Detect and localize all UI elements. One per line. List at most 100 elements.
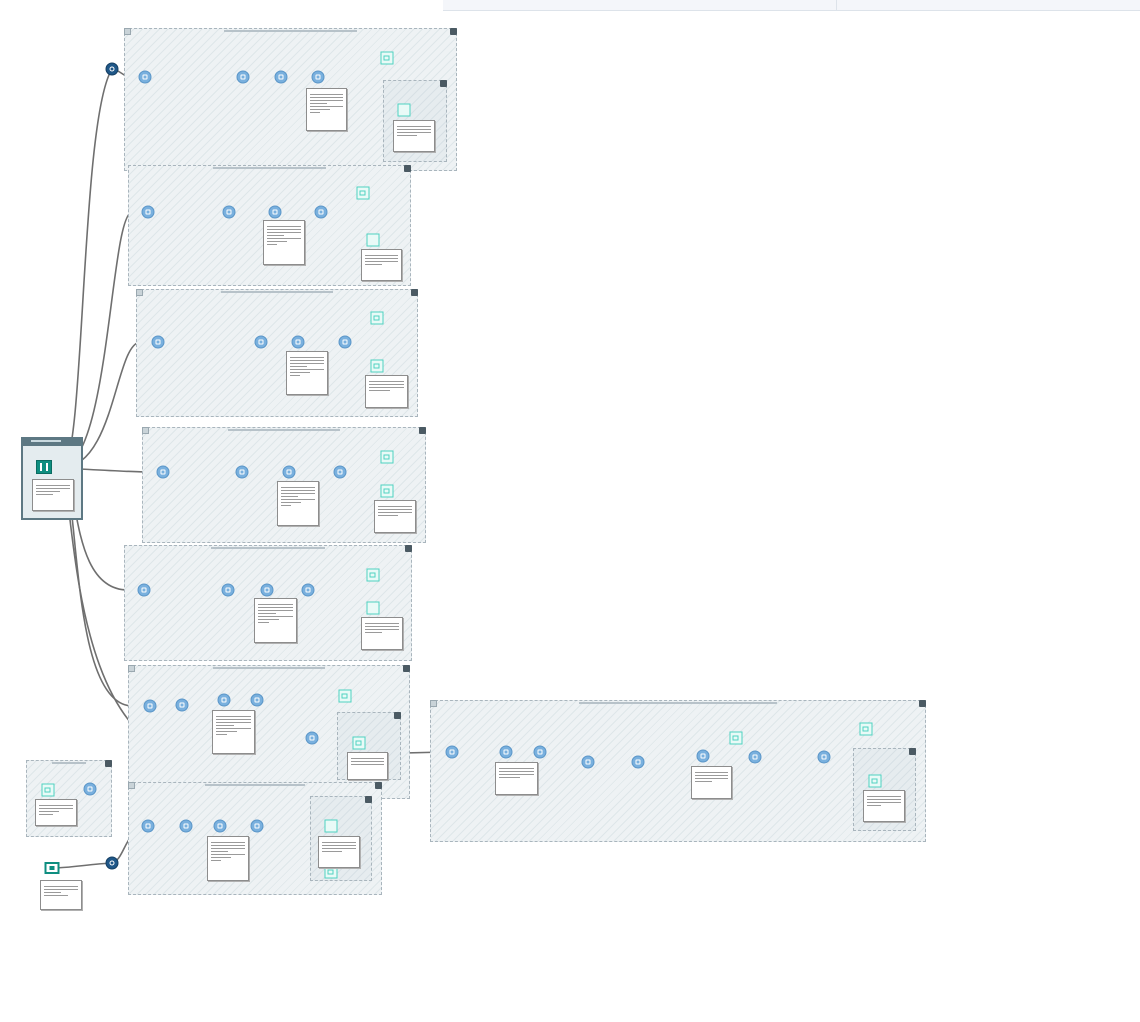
output-tool-icon[interactable] (397, 103, 411, 117)
tool-annotation (286, 351, 328, 395)
tool-annotation (277, 481, 319, 526)
container-pin-icon[interactable] (128, 782, 135, 789)
workflow-tool-icon[interactable] (311, 70, 325, 84)
workflow-tool-icon[interactable] (141, 205, 155, 219)
output-tool-icon[interactable] (324, 819, 338, 833)
tool-annotation (40, 880, 82, 910)
container-pin-icon[interactable] (124, 28, 131, 35)
workflow-tool-icon[interactable] (260, 583, 274, 597)
workflow-tool-icon[interactable] (274, 70, 288, 84)
output-tool-icon[interactable] (366, 568, 380, 582)
workflow-tool-icon[interactable] (175, 698, 189, 712)
workflow-tool-icon[interactable] (235, 465, 249, 479)
collapse-icon[interactable] (440, 80, 447, 87)
workflow-tool-icon[interactable] (333, 465, 347, 479)
workflow-tool-icon[interactable] (338, 335, 352, 349)
workflow-tool-icon[interactable] (301, 583, 315, 597)
macro-tool-icon[interactable] (105, 856, 119, 870)
output-tool-icon[interactable] (338, 689, 352, 703)
workflow-tool-icon[interactable] (138, 70, 152, 84)
tool-annotation (691, 766, 732, 799)
output-tool-icon[interactable] (380, 484, 394, 498)
container-title (213, 667, 325, 669)
workflow-tool-icon[interactable] (533, 745, 547, 759)
output-tool-icon[interactable] (370, 359, 384, 373)
output-tool-icon[interactable] (352, 736, 366, 750)
collapse-icon[interactable] (919, 700, 926, 707)
tool-annotation (863, 790, 905, 822)
workflow-tool-icon[interactable] (141, 819, 155, 833)
input-tool-header (23, 439, 81, 446)
macro-tool-icon[interactable] (105, 62, 119, 76)
tool-annotation (361, 249, 402, 281)
tool-annotation (365, 375, 408, 408)
collapse-icon[interactable] (404, 165, 411, 172)
tool-annotation (306, 88, 347, 131)
workflow-tool-icon[interactable] (581, 755, 595, 769)
collapse-icon[interactable] (375, 782, 382, 789)
input-tool-icon[interactable] (44, 862, 60, 874)
collapse-icon[interactable] (403, 665, 410, 672)
collapse-icon[interactable] (105, 760, 112, 767)
workflow-tool-icon[interactable] (268, 205, 282, 219)
collapse-icon[interactable] (450, 28, 457, 35)
workflow-tool-icon[interactable] (217, 693, 231, 707)
workflow-tool-icon[interactable] (499, 745, 513, 759)
workflow-tool-icon[interactable] (305, 731, 319, 745)
tool-annotation (393, 120, 435, 152)
output-tool-icon[interactable] (729, 731, 743, 745)
workflow-tool-icon[interactable] (137, 583, 151, 597)
collapse-icon[interactable] (411, 289, 418, 296)
tool-annotation (347, 752, 388, 780)
output-tool-icon[interactable] (370, 311, 384, 325)
workflow-tool-icon[interactable] (254, 335, 268, 349)
input-data-tool[interactable] (21, 437, 83, 520)
container-pin-icon[interactable] (136, 289, 143, 296)
workflow-tool-icon[interactable] (696, 749, 710, 763)
container-pin-icon[interactable] (128, 665, 135, 672)
container-title (210, 547, 326, 549)
workflow-tool-icon[interactable] (291, 335, 305, 349)
tool-annotation (254, 598, 297, 643)
output-tool-icon[interactable] (356, 186, 370, 200)
output-tool-icon[interactable] (366, 601, 380, 615)
collapse-icon[interactable] (909, 748, 916, 755)
workflow-tool-icon[interactable] (250, 693, 264, 707)
collapse-icon[interactable] (394, 712, 401, 719)
workflow-tool-icon[interactable] (748, 750, 762, 764)
workflow-tool-icon[interactable] (143, 699, 157, 713)
container-title (227, 429, 341, 431)
output-tool-icon[interactable] (366, 233, 380, 247)
output-tool-icon[interactable] (380, 450, 394, 464)
container-title (579, 702, 777, 704)
toolbar-divider (836, 0, 837, 10)
collapse-icon[interactable] (405, 545, 412, 552)
output-tool-icon[interactable] (41, 783, 55, 797)
workflow-tool-icon[interactable] (250, 819, 264, 833)
workflow-tool-icon[interactable] (156, 465, 170, 479)
collapse-icon[interactable] (419, 427, 426, 434)
container-title (213, 167, 326, 169)
output-tool-icon[interactable] (859, 722, 873, 736)
workflow-tool-icon[interactable] (213, 819, 227, 833)
output-tool-icon[interactable] (868, 774, 882, 788)
container-title (221, 291, 333, 293)
collapse-icon[interactable] (365, 796, 372, 803)
container-pin-icon[interactable] (430, 700, 437, 707)
workflow-tool-icon[interactable] (314, 205, 328, 219)
workflow-tool-icon[interactable] (222, 205, 236, 219)
container-pin-icon[interactable] (142, 427, 149, 434)
workflow-tool-icon[interactable] (179, 819, 193, 833)
workflow-tool-icon[interactable] (221, 583, 235, 597)
workflow-tool-icon[interactable] (83, 782, 97, 796)
input-tool-icon[interactable] (36, 460, 52, 474)
workflow-tool-icon[interactable] (151, 335, 165, 349)
workflow-tool-icon[interactable] (631, 755, 645, 769)
output-tool-icon[interactable] (380, 51, 394, 65)
workflow-tool-icon[interactable] (236, 70, 250, 84)
workflow-tool-icon[interactable] (817, 750, 831, 764)
tool-annotation (495, 762, 538, 795)
workflow-tool-icon[interactable] (282, 465, 296, 479)
workflow-tool-icon[interactable] (445, 745, 459, 759)
